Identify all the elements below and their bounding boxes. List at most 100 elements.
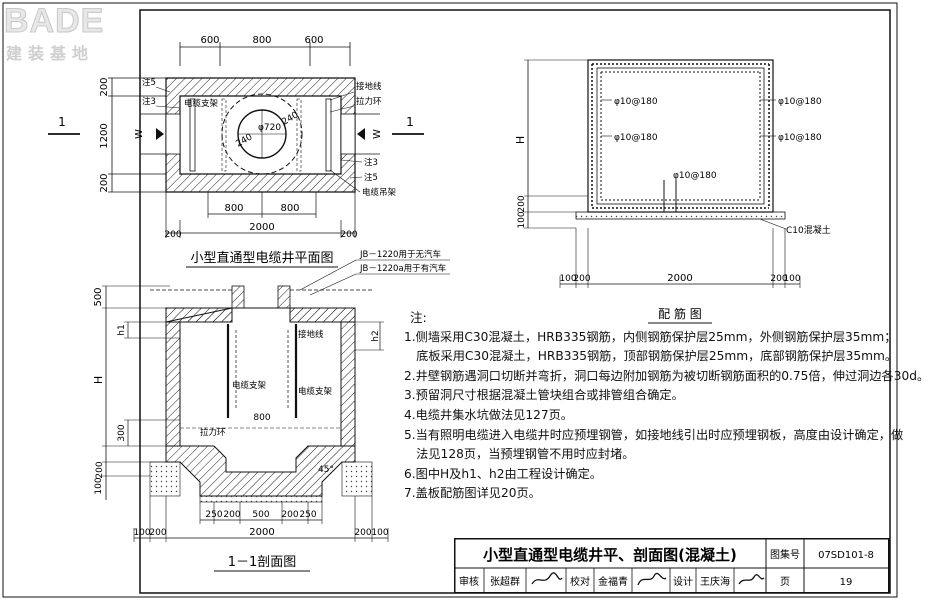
section-dim-b3: 500 [252,510,269,520]
plan-cable-hanger-label: 电缆吊架 [362,187,397,198]
notes-block: 注: 1.侧墙采用C30混凝土，HRB335钢筋，内侧钢筋保护层25mm，外侧钢… [404,308,929,504]
section-dim-b5: 250 [299,510,316,520]
section-grounding-label: 接地线 [298,329,324,340]
plan-dim-bottom-1: 800 [224,203,243,214]
section-bracket-right: 电缆支架 [298,386,333,397]
plan-dim-top-1: 600 [200,35,219,46]
note-item: 7.盖板配筋图详见20页。 [404,486,541,501]
reviewer-name: 张超群 [490,575,520,588]
section-dim-200: 200 [95,461,105,478]
section-dim-500: 500 [93,287,104,306]
plan-manhole-outline [221,93,303,175]
plan-note3-left: 注3 [142,96,156,107]
drawing-svg: 600 800 600 200 1200 200 1 1 W [2,2,898,598]
notes-heading: 注: [410,310,427,325]
rebar-spec-5: φ10@180 [673,171,717,181]
checker-name: 金福青 [598,575,628,588]
checker-signature [637,572,667,586]
design-label: 设计 [673,575,693,588]
rebar-spec-4: φ10@180 [778,133,822,143]
plan-w-left: W [134,129,145,139]
section-view: JB－1220用于无汽车 JB－1220a用于有汽车 [92,249,450,572]
check-label: 校对 [570,575,590,588]
note-item: 6.图中H及h1、h2由工程设计确定。 [404,466,602,481]
drawing-title: 小型直通型电缆井平、剖面图(混凝土) [483,546,737,564]
section-dim-o4: 100 [371,528,388,538]
plan-view: 600 800 600 200 1200 200 1 1 W [48,35,424,268]
designer-name: 王庆海 [700,575,730,588]
plan-dim-outer-right: 200 [340,230,357,240]
section-h2: h2 [371,330,381,341]
plan-dim-top-2: 800 [252,35,271,46]
plan-dim-left-2: 1200 [99,123,110,148]
section-pull-ring: 拉力环 [200,427,226,438]
logo-subtitle: 建装基地 [6,44,95,63]
title-block: 小型直通型电缆井平、剖面图(混凝土) 图集号 07SD101-8 审核 张超群 … [454,538,890,594]
note-item: 2.井壁钢筋遇洞口切断并弯折，洞口每边附加钢筋为被切断钢筋面积的0.75倍，伸过… [404,368,929,383]
note-item: 1.侧墙采用C30混凝土，HRB335钢筋，内侧钢筋保护层25mm，外侧钢筋保护… [404,329,897,344]
section-dim-H: H [92,376,105,384]
plan-dim-left-1: 200 [99,77,110,96]
logo-brand: BADE [3,2,105,41]
rebar-dim-H: H [514,136,527,144]
atlas-label: 图集号 [770,548,800,561]
plan-pull-ring-label: 拉力环 [356,96,382,107]
section-dim-o1: 100 [133,528,150,538]
rebar-dim-o3: 200 [770,274,787,284]
plan-note5-right: 注5 [364,172,378,183]
rebar-dim-total: 2000 [667,273,692,284]
plan-dim-outer-left: 200 [164,230,181,240]
rebar-dim-o4: 100 [783,274,800,284]
rebar-spec-2: φ10@180 [614,133,658,143]
reviewer-signature [531,572,563,585]
note-item: 4.电缆井集水坑做法见127页。 [404,407,573,422]
section-angle: 45° [318,465,334,475]
page-label: 页 [780,576,790,588]
section-dim-b1: 250 [205,510,222,520]
page-number: 19 [840,577,853,588]
section-cover-note-1: JB－1220用于无汽车 [359,249,441,260]
section-dim-300: 300 [117,424,127,441]
plan-dim-top-3: 600 [304,35,323,46]
section-bracket-left: 电缆支架 [232,380,267,391]
plan-cable-bracket-label: 电缆支架 [184,98,219,109]
section-dim-o2: 200 [149,528,166,538]
rebar-concrete-label: C10混凝土 [786,224,831,236]
rebar-spec-3: φ10@180 [778,97,822,107]
plan-diameter: φ720 [258,123,281,133]
rebar-title: 配 筋 图 [658,306,702,321]
section-dim-total: 2000 [249,527,274,538]
note-item: 3.预留洞尺寸根据混凝土管块组合或排管组合确定。 [404,388,684,403]
review-label: 审核 [459,575,479,588]
brand-logo: BADE 建装基地 [3,2,136,64]
plan-dim-bottom-2: 800 [280,203,299,214]
rebar-spec-1: φ10@180 [614,97,658,107]
section-dim-b2: 200 [223,510,240,520]
section-dim-b4: 200 [281,510,298,520]
section-dim-100: 100 [94,477,104,494]
section-right-wall [340,321,356,447]
note-item: 5.当有照明电缆进入电缆井时应预埋钢管，如接地线引出时应预埋钢板，高度由设计确定… [404,427,904,442]
plan-dim-left-3: 200 [99,173,110,192]
note-item: 底板采用C30混凝土，HRB335钢筋，顶部钢筋保护层25mm，底部钢筋保护层3… [404,349,898,364]
plan-grounding-label: 接地线 [356,81,382,92]
rebar-dim-200: 200 [517,195,527,212]
plan-cut-label-left: 1 [58,115,66,129]
plan-w-right: W [372,129,383,139]
plan-title: 小型直通型电缆井平面图 [190,250,333,266]
rebar-dim-100: 100 [517,211,527,228]
plan-note5-left: 注5 [142,77,156,88]
plan-radius-2: 240 [281,110,301,127]
section-cover-note-2: JB－1220a用于有汽车 [359,263,446,274]
plan-note3-right: 注3 [364,157,378,168]
plan-cut-label-right: 1 [406,115,414,129]
section-h1: h1 [117,324,127,335]
designer-signature [738,574,765,585]
rebar-dim-o1: 100 [559,274,576,284]
rebar-dim-o2: 200 [573,274,590,284]
section-dim-800: 800 [253,413,270,423]
section-dim-o3: 200 [354,528,371,538]
plan-dim-total: 2000 [249,222,274,233]
rebar-view: φ10@180 φ10@180 φ10@180 φ10@180 φ10@180 … [514,59,831,324]
